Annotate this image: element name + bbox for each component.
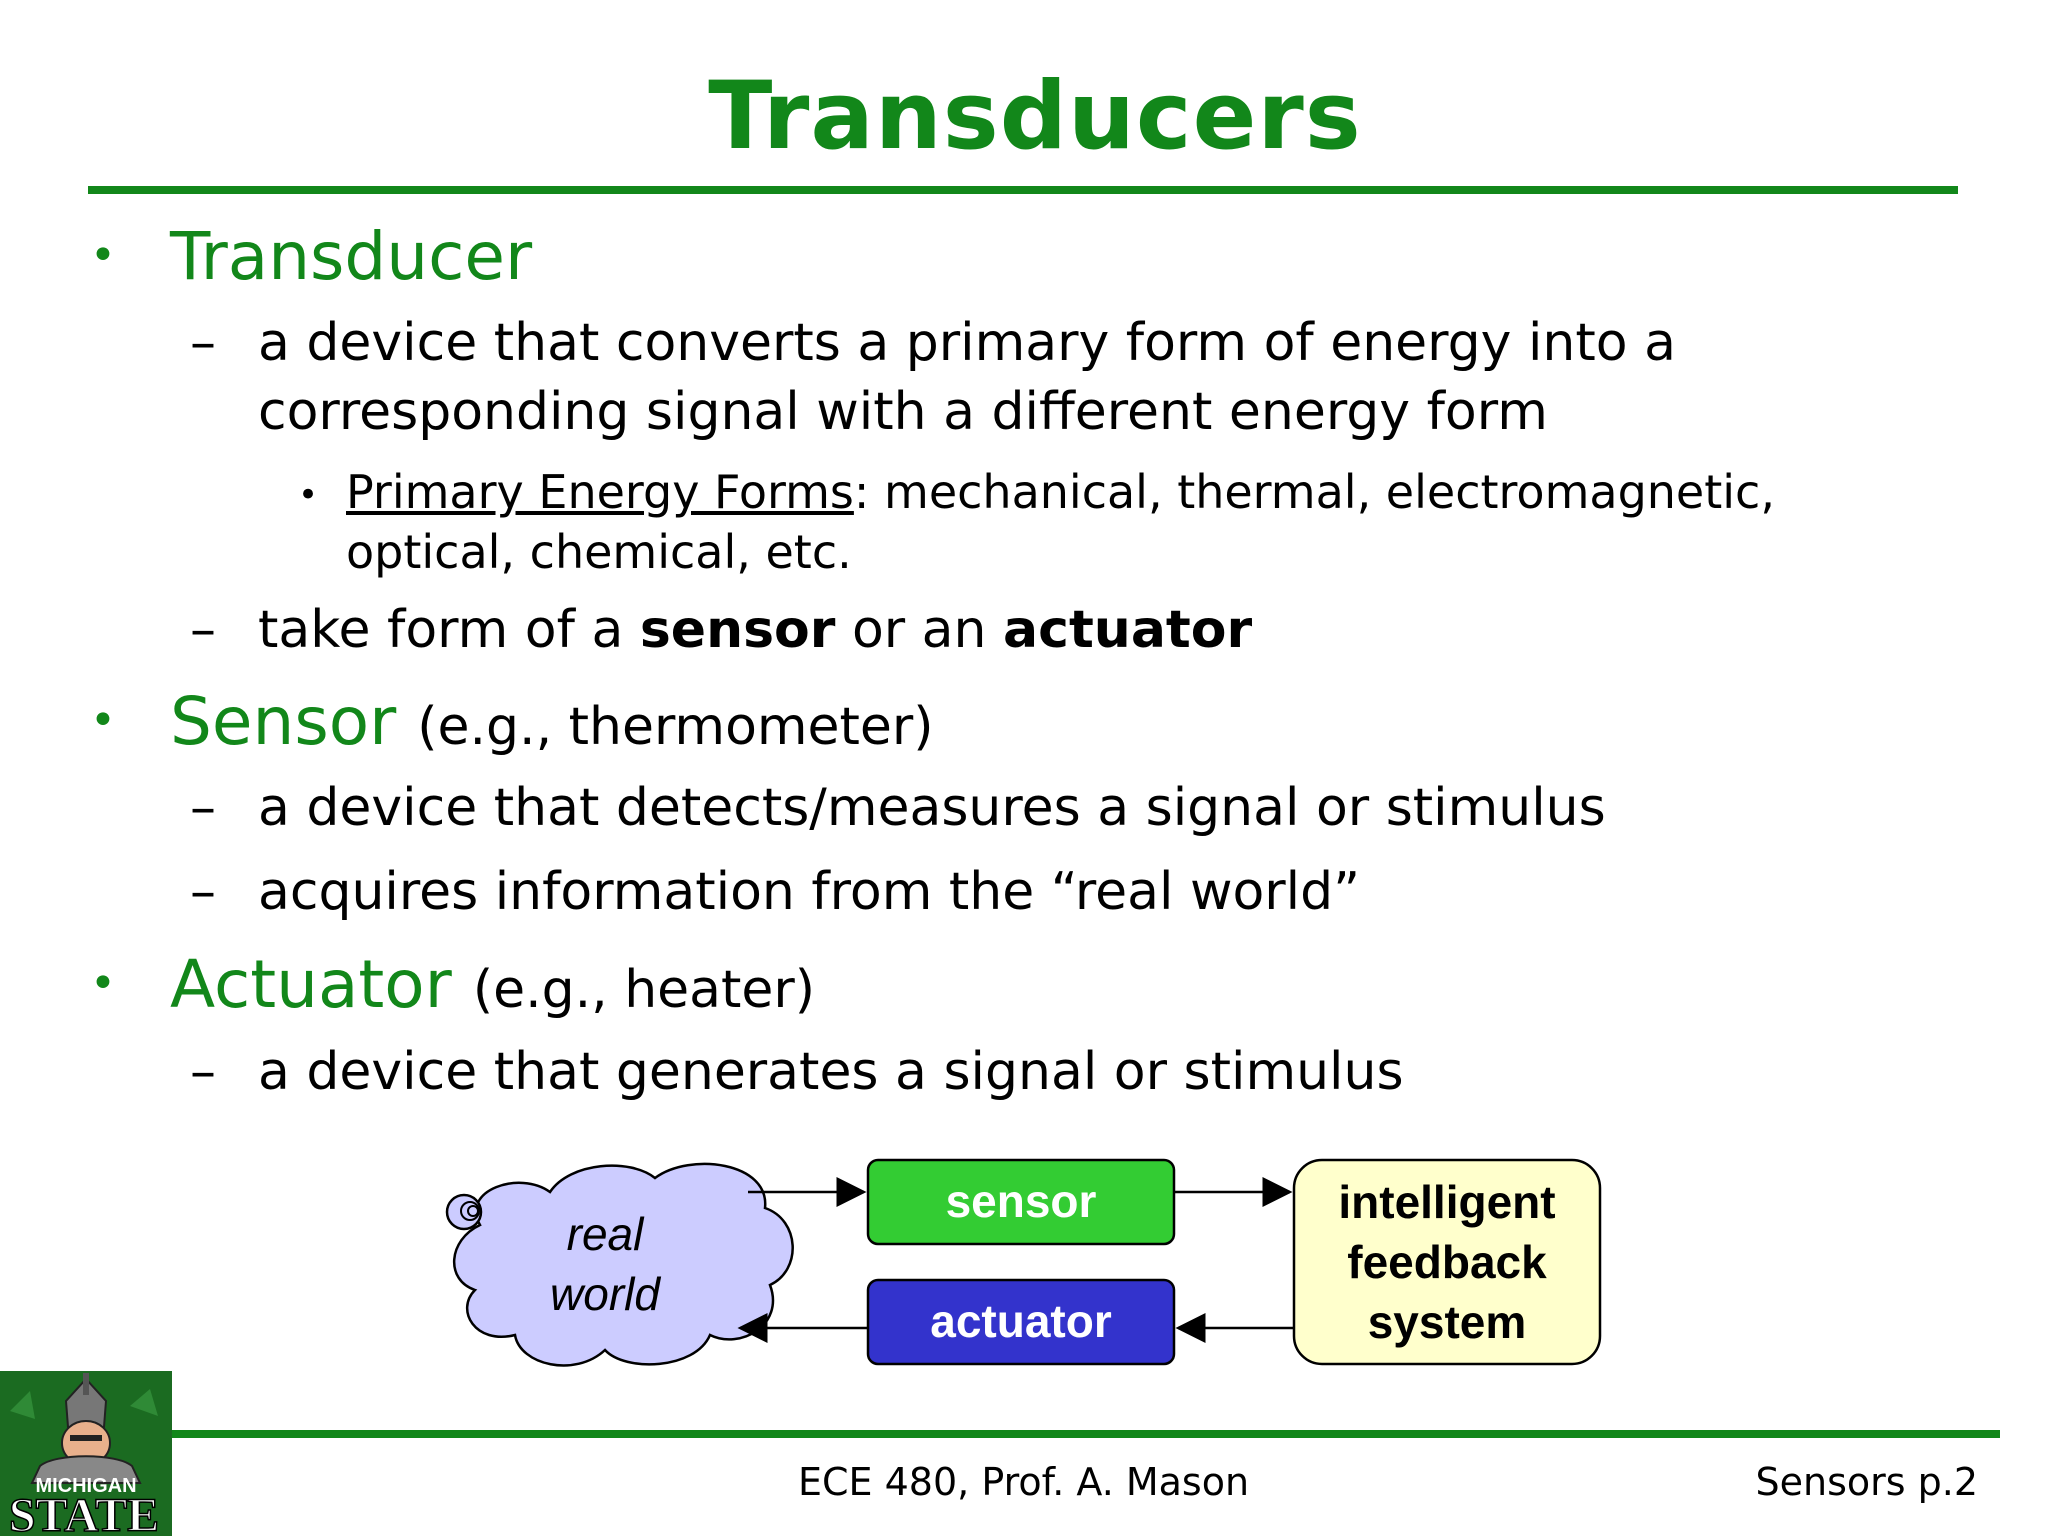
primary-energy-forms-line2: optical, chemical, etc. xyxy=(346,525,852,579)
take-form-sensor: sensor xyxy=(639,600,836,660)
sensor-example: (e.g., thermometer) xyxy=(417,697,934,757)
dash-transducer-take: – xyxy=(190,600,216,660)
actuator-line1: a device that generates a signal or stim… xyxy=(258,1042,1404,1102)
system-label-line2: feedback xyxy=(1347,1236,1547,1288)
slide-title: Transducers xyxy=(708,62,1362,171)
bullet-sensor-dot: • xyxy=(90,695,116,746)
dash-sensor-2: – xyxy=(190,862,216,922)
sub-bullet-forms-dot: • xyxy=(298,475,319,515)
sensor-actuator-diagram: real world sensor actuator intelligent f… xyxy=(445,1158,1602,1367)
footer-page: Sensors p.2 xyxy=(1755,1460,1978,1504)
take-form-prefix: take form of a xyxy=(258,600,640,660)
footer-course: ECE 480, Prof. A. Mason xyxy=(798,1460,1250,1504)
actuator-example: (e.g., heater) xyxy=(472,960,816,1020)
logo-text-state: STATE xyxy=(9,1489,159,1536)
take-form-mid: or an xyxy=(835,600,1004,660)
take-form-actuator: actuator xyxy=(1003,600,1253,660)
transducer-def-line2: corresponding signal with a different en… xyxy=(258,382,1548,442)
bullet-actuator-dot: • xyxy=(90,958,116,1009)
dash-actuator-1: – xyxy=(190,1042,216,1102)
primary-energy-forms-list: : mechanical, thermal, electromagnetic, xyxy=(853,465,1775,519)
system-label-line1: intelligent xyxy=(1338,1176,1555,1228)
primary-energy-forms-label: Primary Energy Forms xyxy=(346,465,854,519)
primary-energy-forms-line1: Primary Energy Forms: mechanical, therma… xyxy=(346,465,1775,519)
heading-actuator-line: Actuator (e.g., heater) xyxy=(170,946,815,1023)
real-world-cloud xyxy=(445,1162,794,1367)
system-label-line3: system xyxy=(1368,1296,1527,1348)
intelligent-feedback-system-box xyxy=(1292,1158,1602,1366)
spartan-mascot-icon: MICHIGAN STATE xyxy=(0,1371,172,1536)
heading-transducer: Transducer xyxy=(170,218,533,295)
footer-divider xyxy=(170,1430,2000,1438)
dash-sensor-1: – xyxy=(190,778,216,838)
sensor-box xyxy=(866,1158,1176,1246)
heading-sensor: Sensor xyxy=(170,683,397,760)
sensor-line2: acquires information from the “real worl… xyxy=(258,862,1361,922)
logo-text-michigan: MICHIGAN xyxy=(35,1475,136,1497)
actuator-box xyxy=(866,1278,1176,1366)
cloud-label-world: world xyxy=(550,1268,661,1320)
michigan-state-logo: MICHIGAN STATE xyxy=(0,1371,172,1536)
dash-transducer-def: – xyxy=(190,313,216,373)
cloud-label-real: real xyxy=(567,1208,645,1260)
transducer-def-line1: a device that converts a primary form of… xyxy=(258,313,1676,373)
sensor-box-label: sensor xyxy=(946,1175,1097,1227)
actuator-box-label: actuator xyxy=(930,1295,1112,1347)
bullet-transducer-dot: • xyxy=(90,230,116,281)
heading-sensor-line: Sensor (e.g., thermometer) xyxy=(170,683,934,760)
transducer-take-form: take form of a sensor or an actuator xyxy=(258,600,1252,660)
sensor-line1: a device that detects/measures a signal … xyxy=(258,778,1606,838)
heading-actuator: Actuator xyxy=(170,946,452,1023)
title-divider xyxy=(88,186,1958,194)
